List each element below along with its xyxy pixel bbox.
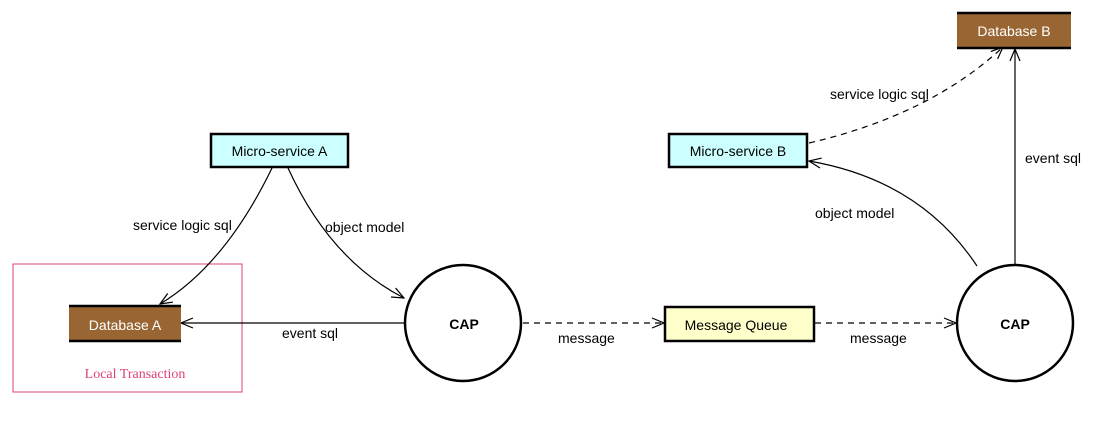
- database-a-node[interactable]: Database A: [69, 304, 181, 343]
- label-event-sql-a: event sql: [282, 325, 338, 341]
- label-service-logic-sql-b: service logic sql: [830, 86, 929, 102]
- label-message-left: message: [558, 330, 615, 346]
- label-message-right: message: [850, 330, 907, 346]
- edge-service-logic-sql-a: [160, 167, 273, 304]
- micro-service-b-label: Micro-service B: [690, 143, 786, 159]
- cap-right-node[interactable]: CAP: [955, 263, 1075, 383]
- database-b-label: Database B: [977, 23, 1050, 39]
- edge-object-model-a: [287, 167, 404, 298]
- edge-service-logic-sql-b: [808, 47, 1003, 144]
- cap-right-label: CAP: [1000, 316, 1030, 332]
- micro-service-b-node[interactable]: Micro-service B: [667, 132, 809, 169]
- label-service-logic-sql-a: service logic sql: [133, 217, 232, 233]
- local-transaction-frame: [12, 263, 243, 393]
- edge-object-model-b: [809, 161, 978, 267]
- micro-service-a-label: Micro-service A: [232, 143, 328, 159]
- label-object-model-a: object model: [325, 219, 404, 235]
- message-queue-label: Message Queue: [685, 317, 788, 333]
- micro-service-a-node[interactable]: Micro-service A: [209, 132, 350, 169]
- cap-left-label: CAP: [449, 316, 479, 332]
- local-transaction-label: Local Transaction: [85, 367, 186, 382]
- label-object-model-b: object model: [815, 205, 894, 221]
- database-a-label: Database A: [89, 317, 162, 333]
- message-queue-node[interactable]: Message Queue: [663, 305, 816, 343]
- label-event-sql-b: event sql: [1025, 150, 1081, 166]
- cap-left-node[interactable]: CAP: [403, 263, 523, 383]
- database-b-node[interactable]: Database B: [957, 11, 1071, 50]
